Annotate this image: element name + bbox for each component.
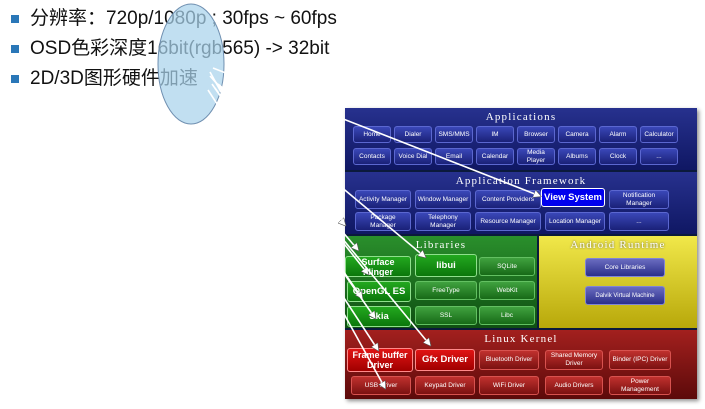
app-dialer: Dialer — [394, 126, 432, 143]
app-alarm: Alarm — [599, 126, 637, 143]
lib-freetype: FreeType — [415, 281, 477, 300]
arrow-gfx-driver — [219, 89, 430, 345]
app-more: ... — [640, 148, 678, 165]
arrow-skia-3 — [214, 87, 375, 318]
app-contacts: Contacts — [353, 148, 391, 165]
k-shared-memory-driver: Shared Memory Driver — [545, 350, 603, 370]
app-voice-dial: Voice Dial — [394, 148, 432, 165]
bullet-marker-icon — [11, 75, 19, 83]
framework-layer: Application Framework Activity Manager W… — [345, 172, 697, 234]
arrow-opengl-1 — [211, 77, 358, 250]
app-browser: Browser — [517, 126, 555, 143]
fw-more: ... — [609, 212, 669, 231]
fw-content-providers: Content Providers — [475, 190, 541, 209]
kernel-title: Linux Kernel — [484, 333, 558, 345]
k-binder-driver: Binder (IPC) Driver — [609, 350, 671, 370]
lib-webkit: WebKit — [479, 281, 535, 300]
fw-resource-manager: Resource Manager — [475, 212, 541, 231]
fw-notification-manager: Notification Manager — [609, 190, 669, 209]
arrow-libui — [217, 83, 425, 257]
android-architecture-diagram: Applications Home Dialer SMS/MMS IM Brow… — [345, 108, 697, 399]
arrow-surface-flinger — [209, 75, 345, 225]
lib-ssl: SSL — [415, 306, 477, 325]
lib-libui: libui — [415, 254, 477, 277]
arrow-framebuffer — [207, 89, 378, 350]
app-home: Home — [353, 126, 391, 143]
fw-view-system: View System — [541, 188, 605, 207]
app-sms-mms: SMS/MMS — [435, 126, 473, 143]
rt-core-libraries: Core Libraries — [585, 258, 665, 277]
arrow-skia-1 — [209, 71, 385, 388]
k-bluetooth-driver: Bluetooth Driver — [479, 350, 539, 370]
fw-window-manager: Window Manager — [415, 190, 471, 209]
app-clock: Clock — [599, 148, 637, 165]
libraries-title: Libraries — [415, 239, 467, 251]
applications-title: Applications — [485, 111, 557, 123]
fw-location-manager: Location Manager — [545, 212, 605, 231]
bullet-text: 2D/3D图形硬件加速 — [30, 68, 198, 89]
applications-layer: Applications Home Dialer SMS/MMS IM Brow… — [345, 108, 697, 170]
libraries-layer: Libraries Surface Flinger libui SQLite O… — [345, 236, 537, 328]
k-framebuffer-driver: Frame buffer Driver — [347, 348, 413, 372]
lib-skia: Skia — [347, 306, 411, 327]
k-audio-drivers: Audio Drivers — [545, 376, 603, 395]
framework-title: Application Framework — [455, 175, 587, 187]
bullet-item-hw-accel: 2D/3D图形硬件加速 — [8, 64, 337, 94]
rt-dalvik-vm: Dalvik Virtual Machine — [585, 286, 665, 305]
runtime-title: Android Runtime — [570, 239, 666, 251]
highlight-ellipse — [157, 3, 225, 125]
k-power-management: Power Management — [609, 376, 671, 395]
app-albums: Albums — [558, 148, 596, 165]
fw-telephony-manager: Telephony Manager — [415, 212, 471, 231]
app-media-player: Media Player — [517, 148, 555, 165]
app-calculator: Calculator — [640, 126, 678, 143]
bullet-marker-icon — [11, 15, 19, 23]
kernel-layer: Linux Kernel Frame buffer Driver Gfx Dri… — [345, 330, 697, 399]
app-camera: Camera — [558, 126, 596, 143]
lib-libc: Libc — [479, 306, 535, 325]
k-keypad-driver: Keypad Driver — [415, 376, 475, 395]
arrow-to-view-system — [212, 67, 540, 196]
k-wifi-driver: WiFi Driver — [479, 376, 539, 395]
app-email: Email — [435, 148, 473, 165]
bullet-marker-icon — [11, 45, 19, 53]
app-calendar: Calendar — [476, 148, 514, 165]
k-gfx-driver: Gfx Driver — [415, 349, 475, 371]
app-im: IM — [476, 126, 514, 143]
lib-sqlite: SQLite — [479, 257, 535, 276]
runtime-layer: Android Runtime Core Libraries Dalvik Vi… — [539, 236, 697, 328]
